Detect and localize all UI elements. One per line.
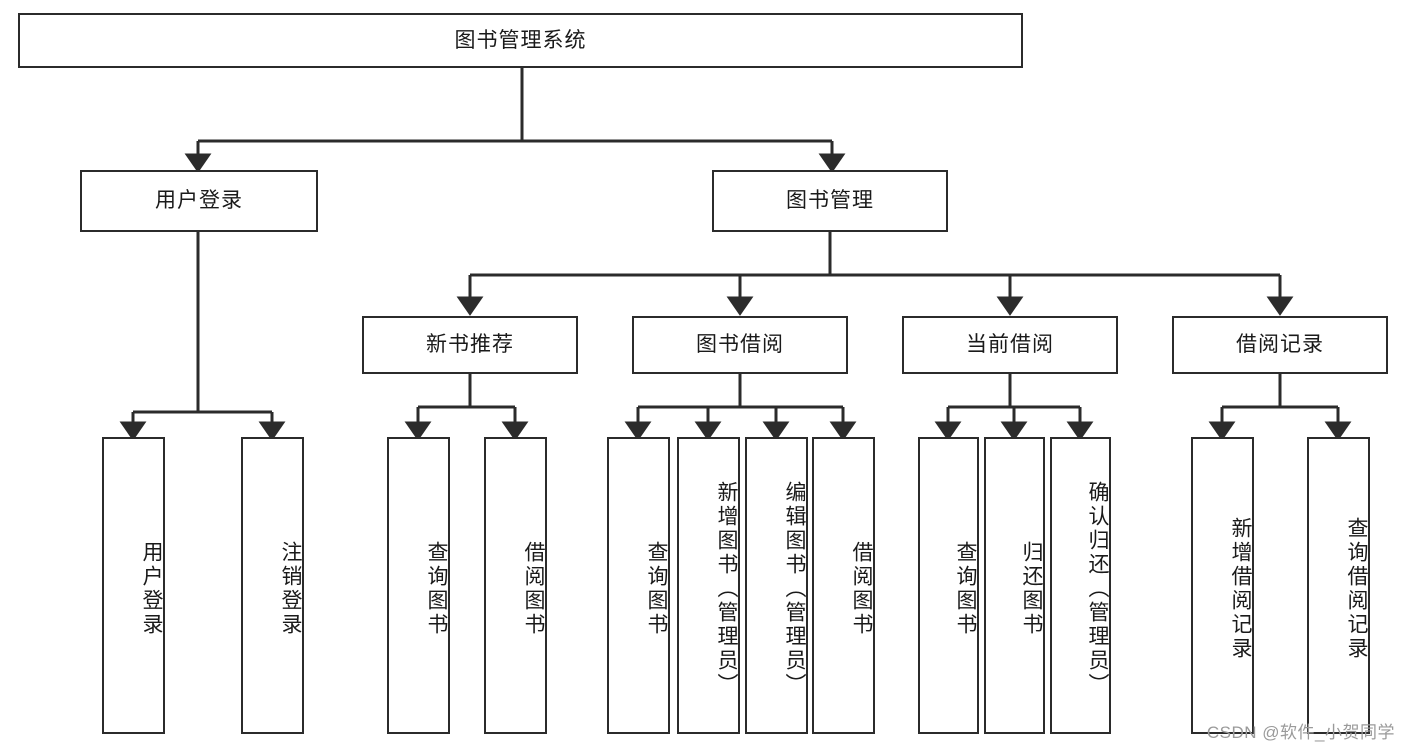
node-user-login[interactable]: 用户登录 — [80, 170, 318, 232]
leaf-user-logout[interactable]: 注销登录 — [241, 437, 304, 734]
node-label: 图书借阅 — [696, 333, 784, 357]
watermark-text: CSDN @软件_小贺同学 — [1206, 723, 1395, 742]
node-label: 归还图书 — [1020, 540, 1043, 637]
leaf-query-books-borrow[interactable]: 查询图书 — [607, 437, 670, 734]
leaf-query-books-recommend[interactable]: 查询图书 — [387, 437, 450, 734]
node-label: 编辑图书（管理员） — [783, 480, 806, 697]
leaf-borrow-books-recommend[interactable]: 借阅图书 — [484, 437, 547, 734]
node-label: 图书管理 — [786, 189, 874, 213]
node-label: 用户登录 — [155, 189, 243, 213]
node-label: 用户登录 — [140, 540, 163, 637]
leaf-query-books-current[interactable]: 查询图书 — [918, 437, 979, 734]
leaf-add-book-admin[interactable]: 新增图书（管理员） — [677, 437, 740, 734]
node-label: 新书推荐 — [426, 333, 514, 357]
node-book-borrow[interactable]: 图书借阅 — [632, 316, 848, 374]
node-label: 借阅图书 — [522, 540, 545, 637]
node-new-book-recommend[interactable]: 新书推荐 — [362, 316, 578, 374]
leaf-return-books[interactable]: 归还图书 — [984, 437, 1045, 734]
leaf-add-borrow-record[interactable]: 新增借阅记录 — [1191, 437, 1254, 734]
node-label: 借阅图书 — [850, 540, 873, 637]
leaf-edit-book-admin[interactable]: 编辑图书（管理员） — [745, 437, 808, 734]
node-borrow-record[interactable]: 借阅记录 — [1172, 316, 1388, 374]
node-root-system[interactable]: 图书管理系统 — [18, 13, 1023, 68]
node-label: 查询图书 — [425, 540, 448, 637]
leaf-query-borrow-record[interactable]: 查询借阅记录 — [1307, 437, 1370, 734]
node-label: 新增借阅记录 — [1229, 516, 1252, 661]
node-label: 新增图书（管理员） — [715, 480, 738, 697]
node-label: 查询图书 — [645, 540, 668, 637]
node-label: 注销登录 — [279, 540, 302, 637]
node-book-management[interactable]: 图书管理 — [712, 170, 948, 232]
node-label: 查询借阅记录 — [1345, 516, 1368, 661]
node-label: 确认归还（管理员） — [1086, 480, 1109, 697]
node-label: 当前借阅 — [966, 333, 1054, 357]
node-label: 查询图书 — [954, 540, 977, 637]
leaf-borrow-books[interactable]: 借阅图书 — [812, 437, 875, 734]
node-label: 图书管理系统 — [454, 28, 587, 52]
node-current-borrow[interactable]: 当前借阅 — [902, 316, 1118, 374]
leaf-confirm-return-admin[interactable]: 确认归还（管理员） — [1050, 437, 1111, 734]
node-label: 借阅记录 — [1236, 333, 1324, 357]
leaf-user-login[interactable]: 用户登录 — [102, 437, 165, 734]
